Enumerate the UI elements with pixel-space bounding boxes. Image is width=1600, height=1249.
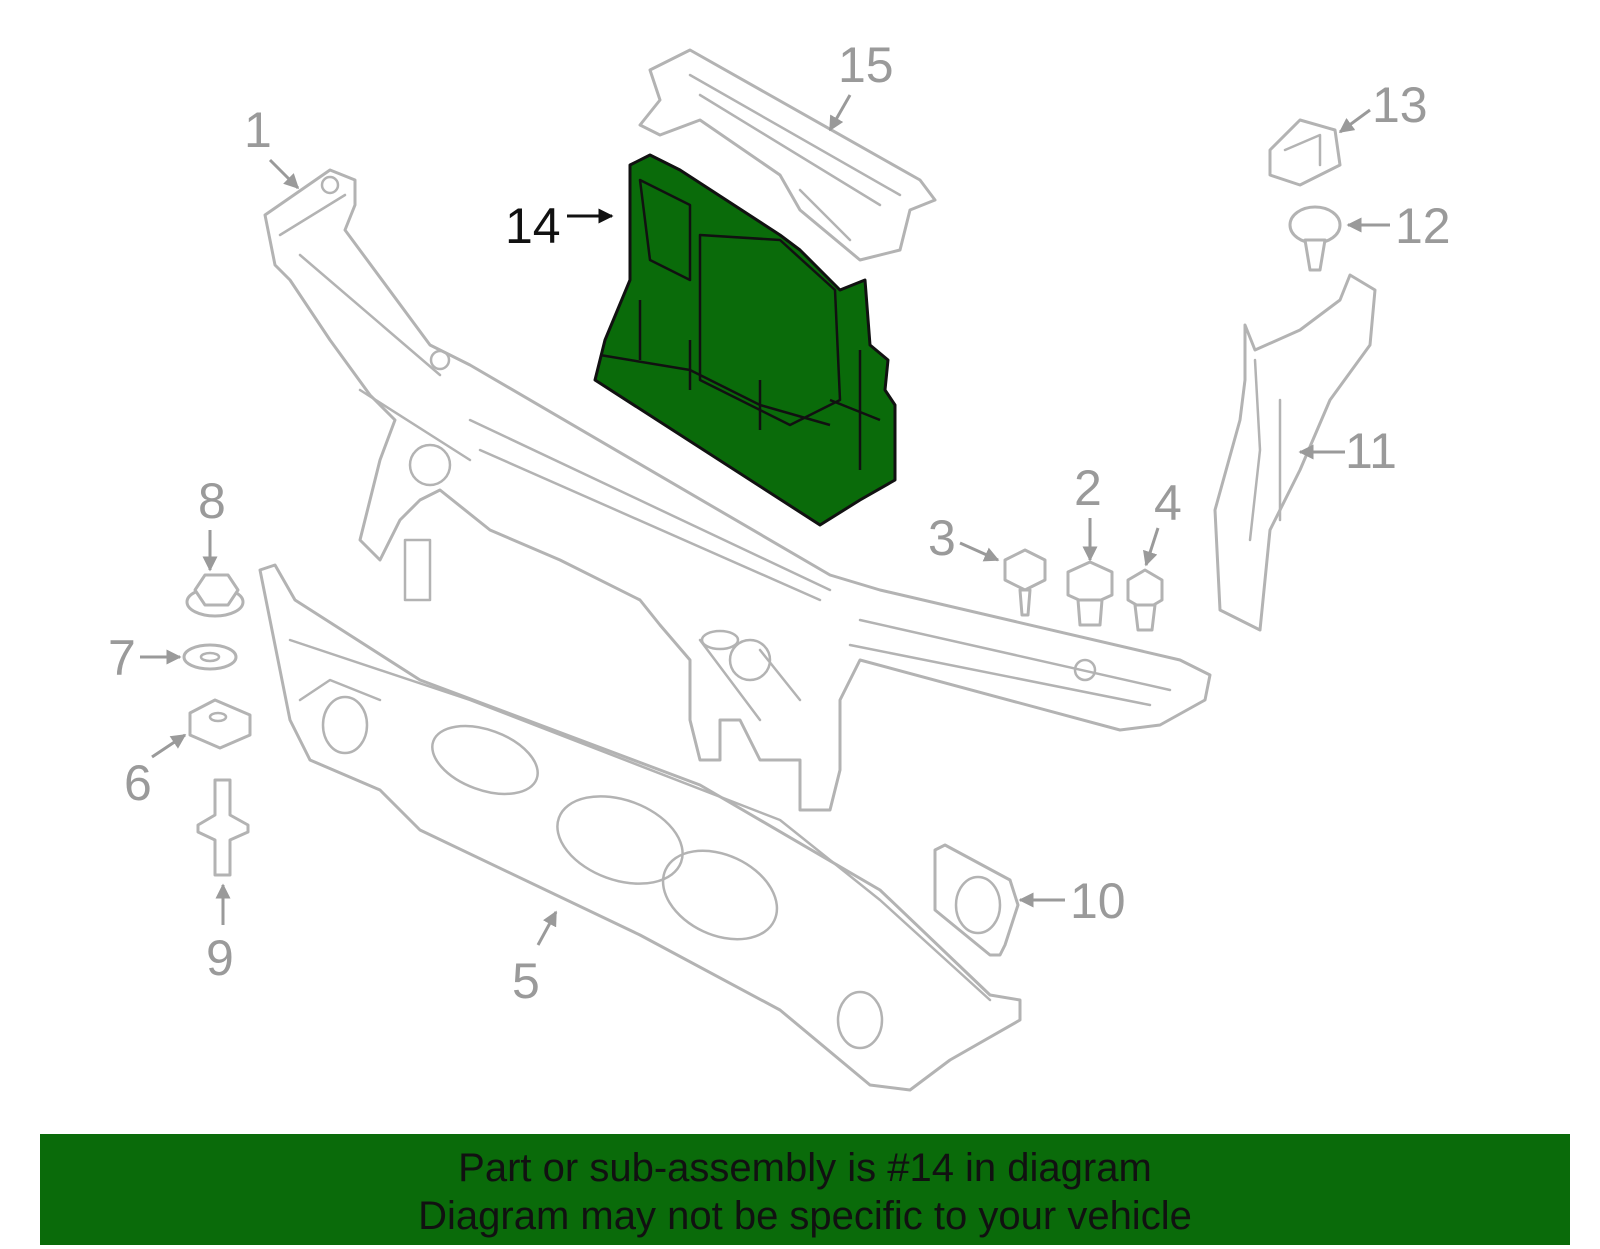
part-14-air-duct[interactable] bbox=[593, 153, 897, 527]
banner-line-2: Diagram may not be specific to your vehi… bbox=[418, 1194, 1192, 1238]
banner-line-1: Part or sub-assembly is #14 in diagram bbox=[458, 1146, 1152, 1190]
info-banner: Part or sub-assembly is #14 in diagram D… bbox=[40, 1134, 1570, 1245]
callout-3: 3 bbox=[928, 510, 956, 566]
part-11-air-guide bbox=[1213, 273, 1377, 632]
callout-labels: 1 2 3 4 5 6 7 8 9 10 11 12 13 14 15 bbox=[108, 37, 1451, 1009]
part-13-clip bbox=[1268, 118, 1342, 187]
callout-6: 6 bbox=[124, 755, 152, 811]
part-12-push-pin bbox=[1288, 205, 1342, 272]
part-2-bolt bbox=[1066, 560, 1114, 627]
callout-15: 15 bbox=[838, 37, 894, 93]
part-15-upper-bracket bbox=[638, 48, 937, 262]
part-9-stud bbox=[196, 778, 250, 877]
part-14-fill[interactable] bbox=[593, 153, 897, 527]
part-4-bolt bbox=[1126, 568, 1164, 632]
callout-11: 11 bbox=[1345, 423, 1397, 479]
callout-9: 9 bbox=[206, 930, 234, 986]
callout-14: 14 bbox=[505, 198, 561, 254]
part-6-square-nut bbox=[188, 698, 252, 750]
callout-8: 8 bbox=[198, 473, 226, 529]
part-3-bolt bbox=[1003, 548, 1047, 617]
callout-5: 5 bbox=[512, 953, 540, 1009]
leader-lines bbox=[140, 94, 1390, 946]
part-7-washer bbox=[182, 643, 238, 671]
callout-10: 10 bbox=[1070, 873, 1126, 929]
callout-1: 1 bbox=[244, 102, 272, 158]
callout-13: 13 bbox=[1372, 77, 1428, 133]
part-5-lower-panel bbox=[258, 563, 1022, 1092]
part-1-radiator-support bbox=[263, 168, 1212, 812]
callout-2: 2 bbox=[1074, 460, 1102, 516]
callout-7: 7 bbox=[108, 630, 136, 686]
callout-12: 12 bbox=[1395, 198, 1451, 254]
callout-4: 4 bbox=[1154, 475, 1182, 531]
part-8-nut bbox=[185, 573, 245, 618]
part-10-plate bbox=[933, 843, 1020, 957]
